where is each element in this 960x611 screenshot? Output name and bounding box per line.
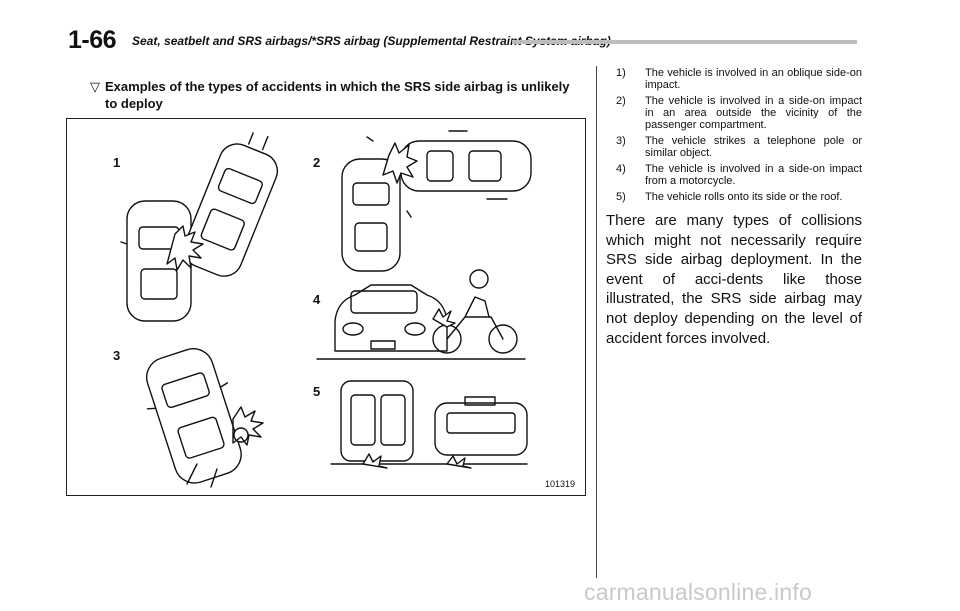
list-item-text: The vehicle is involved in a side-on imp… [645, 163, 862, 187]
list-item-text: The vehicle is involved in an oblique si… [645, 67, 862, 91]
list-item: 2) The vehicle is involved in a side-on i… [616, 95, 862, 131]
accident-illustration: 1 2 3 4 5 101319 [66, 118, 586, 496]
figure-label-1: 1 [113, 155, 121, 170]
watermark: carmanualsonline.info [584, 579, 812, 605]
section-heading: ▽ Examples of the types of accidents in … [90, 78, 580, 112]
figure-label-5: 5 [313, 384, 321, 399]
figure-label-3: 3 [113, 348, 121, 363]
body-paragraph: There are many types of collisions which… [606, 212, 862, 347]
list-item: 3) The vehicle strikes a telephone pole o… [616, 135, 862, 159]
scene-oblique-impact [120, 132, 279, 322]
list-item: 5) The vehicle rolls onto its side or the… [616, 191, 862, 203]
column-divider [596, 66, 597, 578]
list-item: 1) The vehicle is involved in an oblique … [616, 67, 862, 91]
figure-code: 101319 [544, 479, 575, 489]
figure-label-2: 2 [313, 155, 321, 170]
page-number: 1-66 [68, 26, 117, 54]
list-item-number: 4) [616, 163, 626, 175]
list-item-number: 2) [616, 95, 626, 107]
list-item-number: 3) [616, 135, 626, 147]
scene-motorcycle-impact [316, 269, 526, 360]
list-item-number: 1) [616, 67, 626, 79]
triangle-marker-icon: ▽ [90, 79, 100, 94]
list-item-text: The vehicle rolls onto its side or the r… [645, 191, 843, 203]
chapter-title: Seat, seatbelt and SRS airbags/*SRS airb… [132, 34, 611, 48]
scene-pole-impact [146, 348, 264, 488]
list-item-text: The vehicle strikes a telephone pole or … [645, 135, 862, 159]
scene-rollover [330, 380, 528, 469]
list-item-text: The vehicle is involved in a side-on imp… [645, 95, 862, 131]
scene-side-impact [341, 130, 532, 272]
accident-types-list: 1) The vehicle is involved in an oblique … [616, 67, 862, 207]
list-item-number: 5) [616, 191, 626, 203]
section-heading-text: Examples of the types of accidents in wh… [105, 79, 570, 111]
figure-label-4: 4 [313, 292, 321, 307]
list-item: 4) The vehicle is involved in a side-on i… [616, 163, 862, 187]
header-rule [512, 40, 857, 44]
accident-drawings [120, 130, 532, 488]
